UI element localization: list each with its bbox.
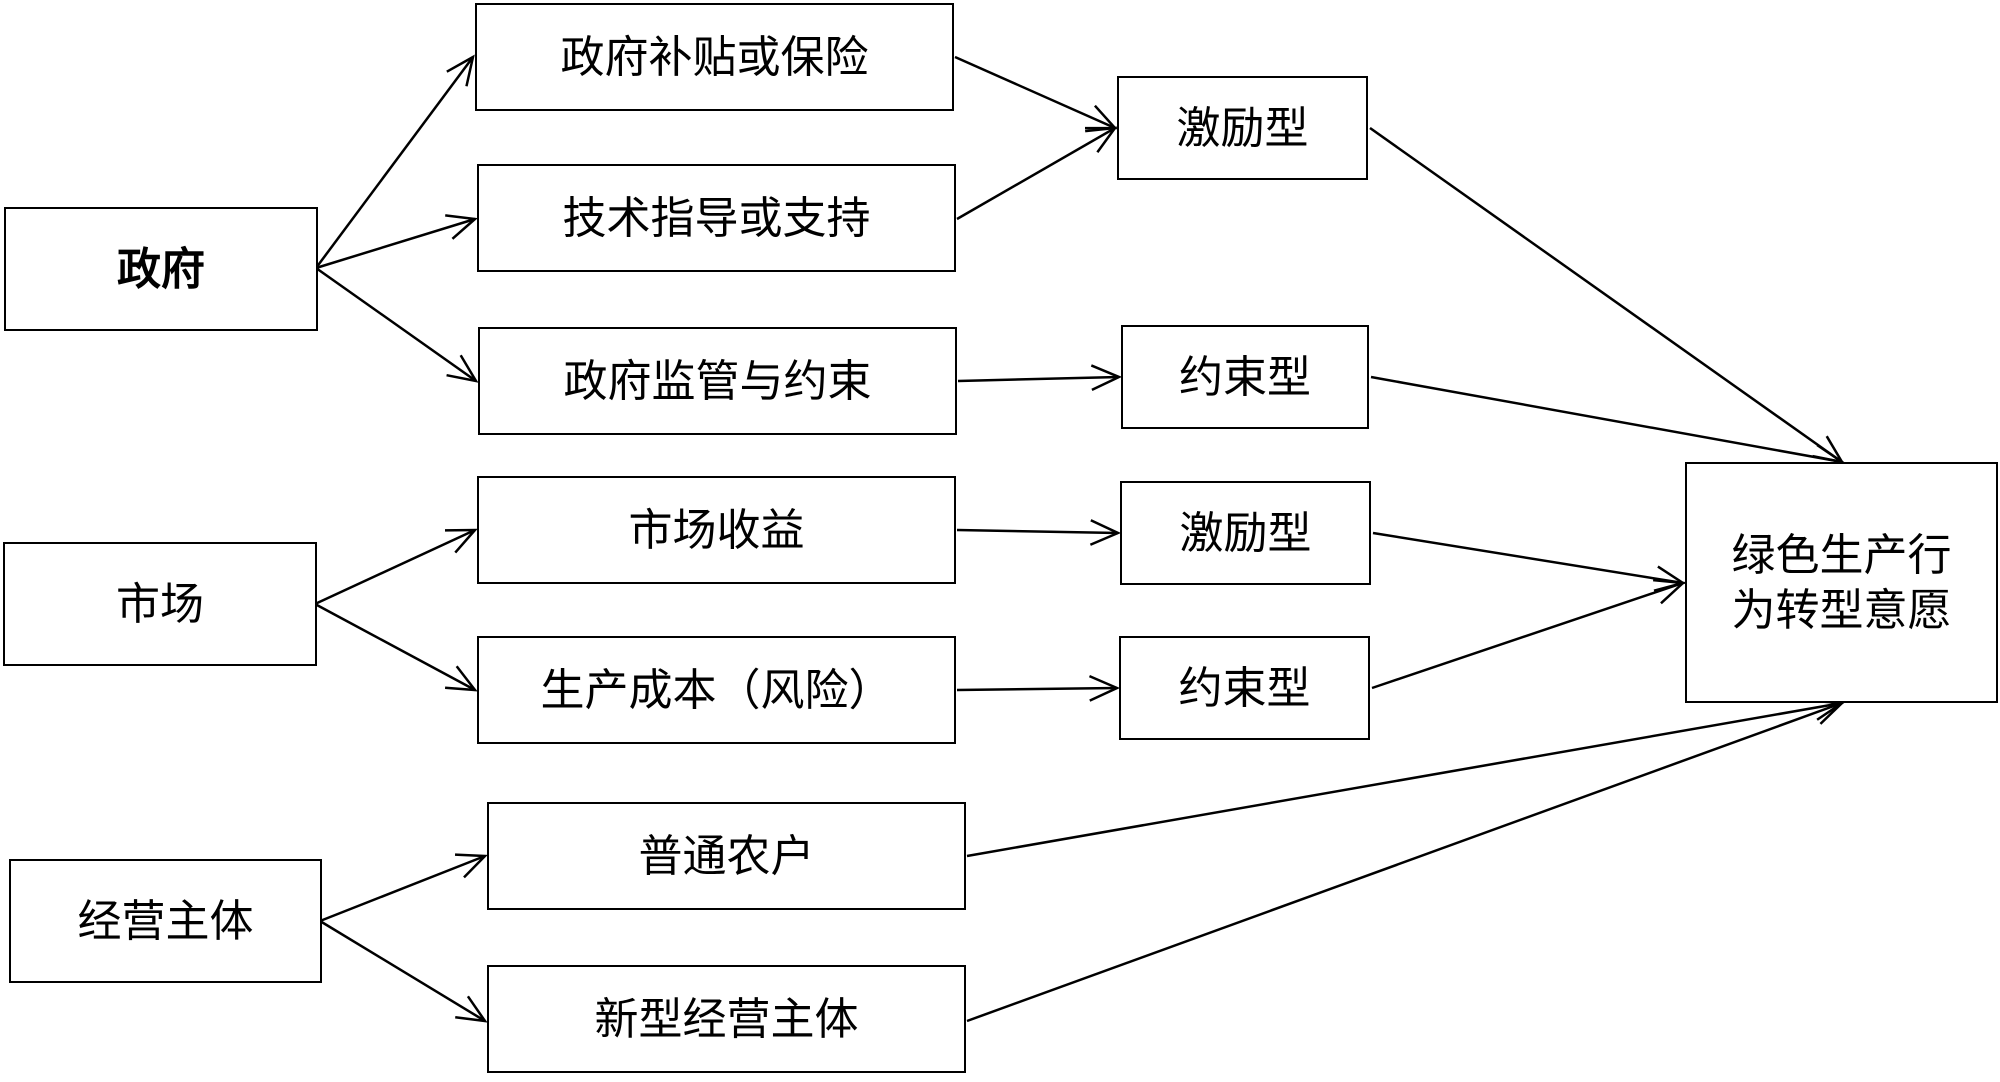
node-incentive-type-2-label: 激励型: [1179, 507, 1312, 559]
arrow-shaft: [314, 56, 475, 269]
arrow-shaft: [956, 686, 1118, 692]
arrow-constraint_type_1-to-target: [1370, 375, 1846, 471]
arrow-head-icon: [1085, 126, 1118, 154]
arrow-shaft: [956, 126, 1116, 221]
node-tech-support-label: 技术指导或支持: [562, 192, 871, 244]
arrow-shaft: [966, 701, 1843, 1023]
arrow-tech_support-to-incentive_type_1: [956, 126, 1118, 221]
node-green-production-intention: 绿色生产行 为转型意愿: [1685, 462, 1998, 703]
node-ordinary-farmer-label: 普通农户: [638, 830, 815, 882]
arrow-government-to-regulation: [315, 266, 479, 383]
arrow-shaft: [319, 919, 486, 1023]
node-operating-entity: 经营主体: [9, 859, 322, 983]
node-constraint-type-1: 约束型: [1121, 325, 1369, 429]
arrow-market-to-market_revenue: [314, 528, 478, 606]
node-production-cost: 生产成本（风险）: [477, 636, 956, 744]
arrow-head-icon: [444, 665, 478, 692]
arrow-head-icon: [446, 354, 479, 383]
arrow-shaft: [1369, 126, 1843, 464]
arrow-shaft: [315, 266, 477, 383]
arrow-shaft: [319, 854, 486, 923]
arrow-shaft: [956, 528, 1119, 535]
arrow-new_entity-to-target: [966, 699, 1845, 1023]
arrow-head-icon: [445, 214, 478, 240]
arrow-ordinary_farmer-to-target: [966, 694, 1846, 858]
arrow-shaft: [1372, 531, 1684, 585]
node-incentive-type-1: 激励型: [1117, 76, 1368, 180]
node-incentive-type-2: 激励型: [1120, 481, 1371, 585]
node-constraint-type-1-label: 约束型: [1179, 351, 1311, 403]
arrow-shaft: [954, 55, 1116, 130]
node-subsidy-insurance-label: 政府补贴或保险: [560, 31, 869, 83]
arrow-market-to-production_cost: [314, 602, 478, 692]
arrow-shaft: [1370, 375, 1843, 464]
arrow-shaft: [957, 375, 1120, 383]
node-production-cost-label: 生产成本（风险）: [540, 664, 893, 716]
arrow-head-icon: [1090, 364, 1123, 392]
arrow-head-icon: [455, 995, 488, 1023]
arrow-shaft: [315, 217, 476, 270]
arrow-constraint_type_2-to-target: [1371, 578, 1686, 690]
arrow-market_revenue-to-incentive_type_2: [956, 519, 1122, 546]
arrow-government-to-subsidy_insurance: [314, 54, 475, 269]
node-new-entity-label: 新型经营主体: [594, 993, 859, 1045]
node-government-label: 政府: [117, 243, 205, 295]
arrow-production_cost-to-constraint_type_2: [956, 674, 1121, 702]
arrow-head-icon: [446, 54, 475, 87]
node-operating-entity-label: 经营主体: [77, 895, 254, 947]
node-constraint-type-2-label: 约束型: [1178, 662, 1311, 714]
node-market: 市场: [3, 542, 317, 666]
arrow-shaft: [966, 701, 1843, 858]
arrow-incentive_type_2-to-target: [1372, 531, 1687, 592]
node-market-revenue: 市场收益: [477, 476, 956, 584]
arrow-operating_entity-to-new_entity: [319, 919, 488, 1023]
arrow-regulation-to-constraint_type_1: [957, 364, 1123, 392]
node-regulation: 政府监管与约束: [478, 327, 957, 435]
arrow-head-icon: [454, 853, 488, 879]
node-market-label: 市场: [116, 578, 204, 630]
arrow-government-to-tech_support: [315, 214, 478, 270]
node-ordinary-farmer: 普通农户: [487, 802, 966, 910]
arrow-head-icon: [444, 528, 478, 554]
arrow-incentive_type_1-to-target: [1369, 126, 1845, 464]
node-regulation-label: 政府监管与约束: [563, 355, 872, 407]
arrow-shaft: [314, 602, 476, 692]
arrow-head-icon: [1653, 578, 1686, 605]
node-new-entity: 新型经营主体: [487, 965, 966, 1073]
arrow-operating_entity-to-ordinary_farmer: [319, 853, 488, 923]
arrow-head-icon: [1088, 674, 1121, 702]
node-subsidy-insurance: 政府补贴或保险: [475, 3, 954, 111]
arrow-head-icon: [1089, 519, 1122, 546]
node-incentive-type-1-label: 激励型: [1176, 102, 1309, 154]
node-market-revenue-label: 市场收益: [628, 504, 805, 556]
node-government: 政府: [4, 207, 318, 331]
node-tech-support: 技术指导或支持: [477, 164, 956, 272]
arrow-shaft: [314, 528, 476, 606]
node-green-production-intention-label: 绿色生产行 为转型意愿: [1731, 529, 1952, 636]
arrow-subsidy_insurance-to-incentive_type_1: [954, 55, 1118, 130]
node-constraint-type-2: 约束型: [1119, 636, 1370, 740]
arrow-shaft: [1371, 581, 1684, 690]
